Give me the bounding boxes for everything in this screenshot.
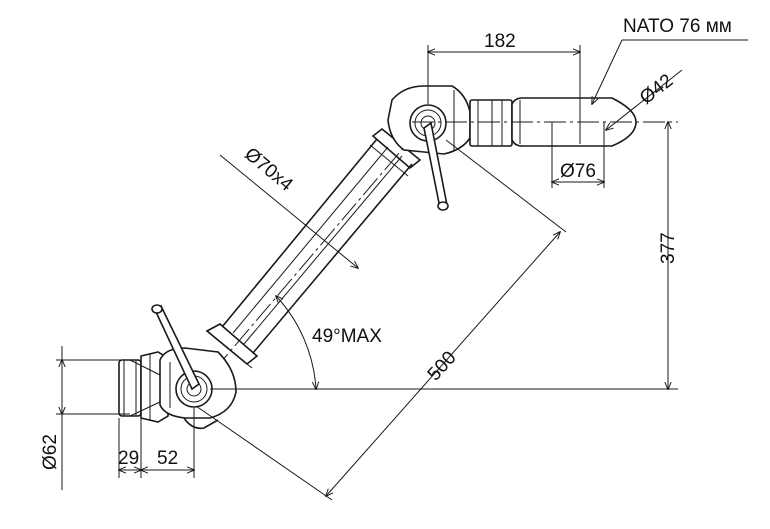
upper-joint (387, 85, 637, 211)
dia-70x4-label: Ø70x4 (240, 144, 297, 196)
dia-42-label: Ø42 (636, 70, 677, 109)
dimension-29-label: 29 (118, 448, 139, 469)
dimension-500 (195, 139, 567, 501)
dia-42-leader (606, 69, 683, 130)
nato-label: NATO 76 мм (623, 16, 732, 37)
dimension-52-label: 52 (157, 448, 178, 469)
dimension-182-label: 182 (484, 31, 516, 52)
dimension-182 (428, 45, 580, 104)
dimension-377-label: 377 (658, 232, 679, 264)
dimension-76 (552, 122, 604, 188)
angle-label: 49°MAX (312, 326, 382, 347)
lower-joint (118, 304, 237, 430)
dimension-62 (56, 346, 130, 490)
angle-arc (276, 296, 316, 389)
dimension-29-52 (119, 408, 194, 478)
dimension-76-label: Ø76 (560, 161, 596, 182)
dimension-62-label: Ø62 (40, 434, 61, 470)
nato-leader (592, 39, 748, 104)
dia-70x4-leader (219, 154, 358, 268)
arm-centerline (191, 104, 441, 397)
